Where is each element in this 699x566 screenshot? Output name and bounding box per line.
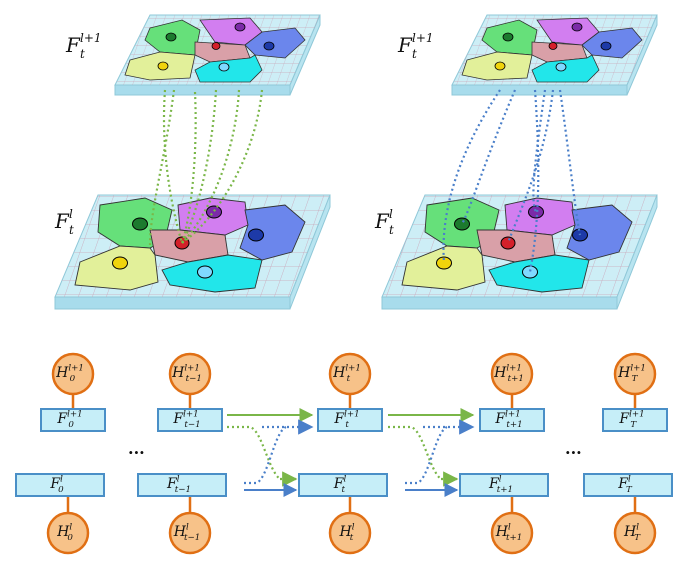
svg-text:Hlt+1: Hlt+1: [495, 523, 523, 544]
label-top-right: F t l+1: [397, 31, 434, 61]
svg-text:Hl+10: Hl+10: [55, 364, 84, 385]
label-top-left: F t l+1: [65, 31, 102, 61]
plane-bottom-right: [381, 194, 658, 310]
label-bottom-right: F t l: [374, 207, 394, 237]
label-bottom-left: F t l: [54, 207, 74, 237]
svg-text:t: t: [389, 223, 394, 237]
svg-text:Hlt: Hlt: [339, 523, 355, 544]
svg-text:F: F: [65, 33, 81, 57]
svg-text:Flt−1: Flt−1: [166, 475, 191, 496]
svg-text:Fl+1T: Fl+1T: [618, 410, 644, 431]
svg-text:t: t: [69, 223, 74, 237]
svg-text:Hl+1T: Hl+1T: [617, 364, 646, 385]
svg-text:HlT: HlT: [623, 523, 641, 544]
connections-right-blue: [442, 89, 582, 273]
svg-text:Fl+1t−1: Fl+1t−1: [172, 410, 200, 431]
plane-top-left: [114, 14, 321, 96]
svg-text:l+1: l+1: [80, 31, 102, 45]
svg-text:t: t: [80, 47, 85, 61]
svg-text:l+1: l+1: [412, 31, 434, 45]
ellipsis-left: ...: [128, 439, 145, 458]
svg-text:F: F: [374, 209, 390, 233]
svg-text:Fl0: Fl0: [49, 475, 64, 496]
svg-text:l: l: [389, 207, 393, 221]
svg-text:F: F: [397, 33, 413, 57]
svg-text:Fl+1t+1: Fl+1t+1: [494, 410, 522, 431]
svg-text:Hl+1t: Hl+1t: [332, 364, 361, 385]
svg-text:Hlt−1: Hlt−1: [173, 523, 201, 544]
ellipsis-right: ...: [565, 439, 582, 458]
svg-text:t: t: [412, 47, 417, 61]
temporal-arrows: [227, 408, 475, 497]
svg-text:l: l: [69, 207, 73, 221]
svg-text:Flt+1: Flt+1: [488, 475, 513, 496]
svg-text:Hl+1t+1: Hl+1t+1: [493, 364, 524, 385]
svg-text:F: F: [54, 209, 70, 233]
svg-text:Hl0: Hl0: [56, 523, 73, 544]
svg-text:FlT: FlT: [617, 475, 633, 496]
svg-text:Hl+1t−1: Hl+1t−1: [171, 364, 202, 385]
plane-bottom-left: [54, 194, 331, 310]
svg-text:Fl+1t: Fl+1t: [333, 410, 359, 431]
plane-top-right: [451, 14, 658, 96]
svg-text:Fl+10: Fl+10: [56, 410, 82, 431]
svg-text:Flt: Flt: [333, 475, 347, 496]
connections-left-green: [148, 89, 264, 246]
